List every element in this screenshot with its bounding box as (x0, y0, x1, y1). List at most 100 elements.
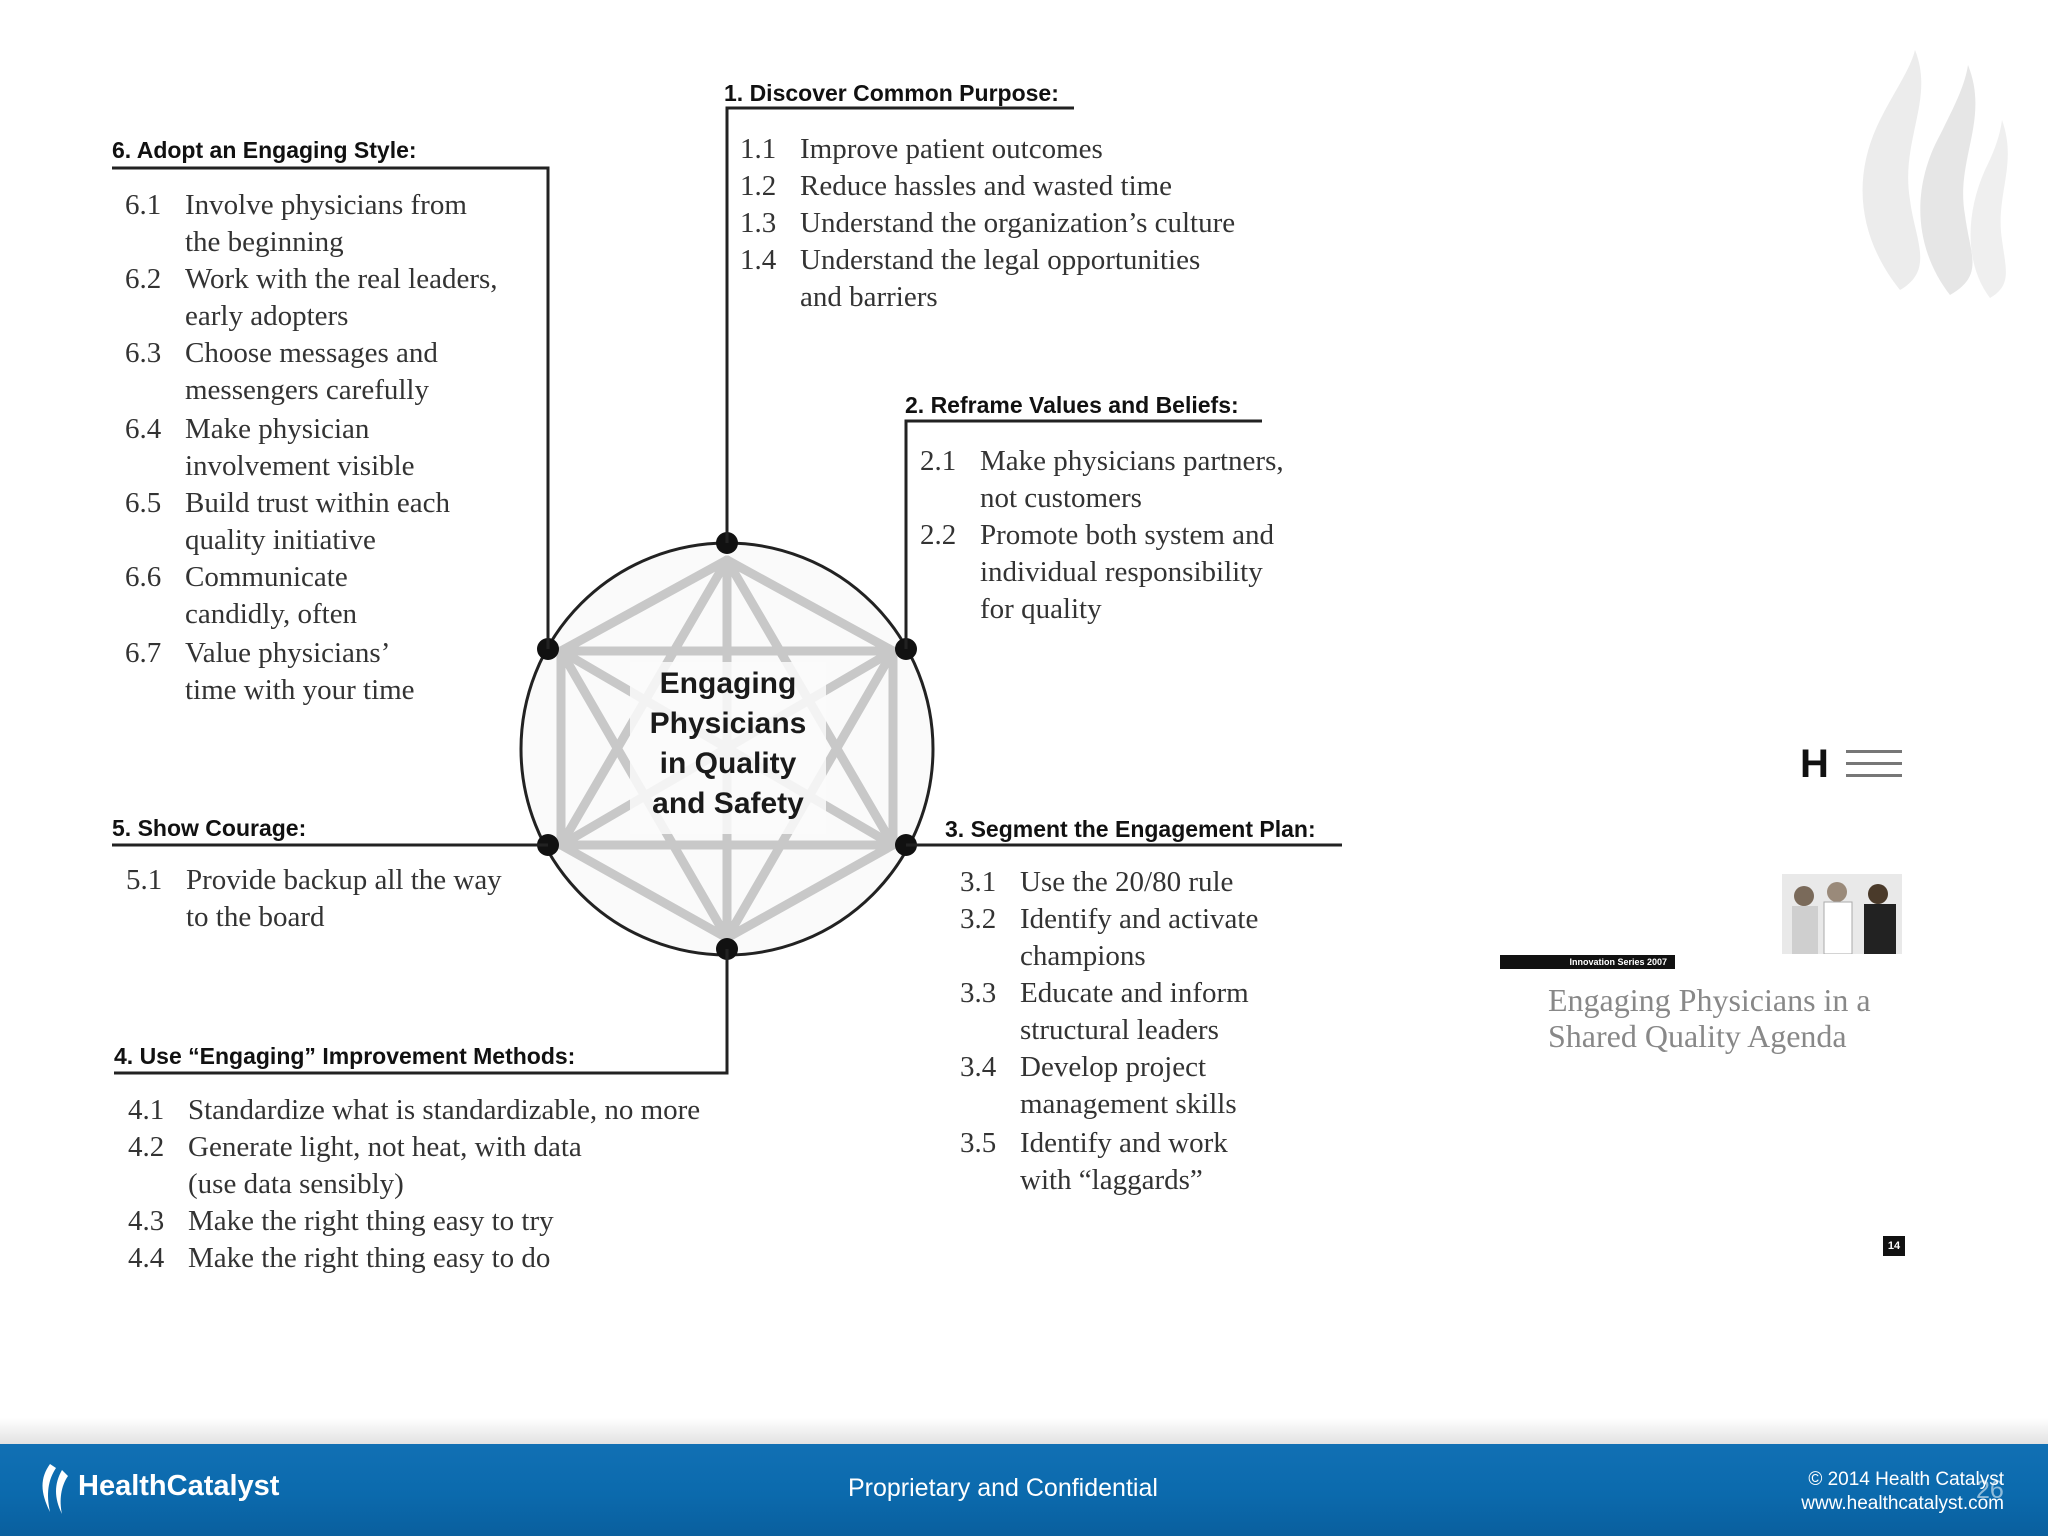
list-item: 1.1 Improve patient outcomes (740, 131, 1340, 168)
item-text: Provide backup all the way (186, 862, 502, 899)
list-item: 4.3 Make the right thing easy to try (128, 1203, 768, 1240)
item-number: 1.1 (740, 131, 776, 168)
list-item: 1.2 Reduce hassles and wasted time (740, 168, 1340, 205)
item-text: Use the 20/80 rule (1020, 864, 1233, 901)
item-text: for quality (980, 591, 1102, 628)
item-text: Educate and inform (1020, 975, 1249, 1012)
item-text: Work with the real leaders, (185, 261, 498, 298)
item-text: Understand the organization’s culture (800, 205, 1235, 242)
footer-copyright-block: © 2014 Health Catalyst www.healthcatalys… (1801, 1468, 2004, 1516)
item-number: 4.3 (128, 1203, 164, 1240)
item-text: early adopters (185, 298, 348, 335)
item-text: involvement visible (185, 448, 415, 485)
center-title-line: in Quality (608, 744, 848, 784)
slide-number: 26 (1976, 1476, 2004, 1505)
report-title-line: Engaging Physicians in a (1548, 982, 1948, 1018)
section-2-heading: 2. Reframe Values and Beliefs: (905, 392, 1239, 419)
item-number: 3.4 (960, 1049, 996, 1086)
list-item: 1.3 Understand the organization’s cultur… (740, 205, 1340, 242)
section-5-heading: 5. Show Courage: (112, 815, 306, 842)
item-text: Develop project (1020, 1049, 1206, 1086)
item-number: 2.1 (920, 443, 956, 480)
health-catalyst-logo-icon (36, 1462, 72, 1516)
item-number: 3.3 (960, 975, 996, 1012)
item-text: to the board (186, 899, 325, 936)
item-text: Make physician (185, 411, 369, 448)
series-label: Innovation Series 2007 (1500, 955, 1675, 969)
item-text: Involve physicians from (185, 187, 467, 224)
item-text: champions (1020, 938, 1146, 975)
item-number: 6.1 (125, 187, 161, 224)
item-text: and barriers (800, 279, 938, 316)
list-item: 3.5 Identify and work with “laggards” (960, 1125, 1360, 1199)
item-number: 6.3 (125, 335, 161, 372)
list-item: 2.1 Make physicians partners, not custom… (920, 443, 1340, 517)
list-item: 4.2 Generate light, not heat, with data … (128, 1129, 768, 1203)
footer-logo-text: HealthCatalyst (78, 1470, 279, 1503)
section-1-heading: 1. Discover Common Purpose: (724, 80, 1059, 107)
list-item: 6.2 Work with the real leaders, early ad… (125, 261, 545, 335)
item-number: 6.6 (125, 559, 161, 596)
item-text: (use data sensibly) (188, 1166, 404, 1203)
item-text: messengers carefully (185, 372, 429, 409)
list-item: 3.1 Use the 20/80 rule (960, 864, 1360, 901)
item-text: Generate light, not heat, with data (188, 1129, 582, 1166)
item-text: structural leaders (1020, 1012, 1219, 1049)
item-text: Reduce hassles and wasted time (800, 168, 1172, 205)
footer-website[interactable]: www.healthcatalyst.com (1801, 1492, 2004, 1516)
list-item: 4.4 Make the right thing easy to do (128, 1240, 768, 1277)
item-text: Value physicians’ (185, 635, 390, 672)
center-title-line: Physicians (608, 704, 848, 744)
item-number: 6.7 (125, 635, 161, 672)
center-title-line: Engaging (608, 664, 848, 704)
list-item: 5.1 Provide backup all the way to the bo… (126, 862, 546, 936)
section-4-heading: 4. Use “Engaging” Improvement Methods: (114, 1043, 575, 1070)
section-3-heading: 3. Segment the Engagement Plan: (945, 816, 1316, 843)
item-text: Make the right thing easy to try (188, 1203, 554, 1240)
physicians-photo (1782, 874, 1902, 954)
report-title: Engaging Physicians in a Shared Quality … (1548, 982, 1948, 1054)
item-text: Identify and activate (1020, 901, 1258, 938)
item-text: Standardize what is standardizable, no m… (188, 1092, 700, 1129)
flame-logo-icon (1840, 40, 2020, 310)
list-item: 3.4 Develop project management skills (960, 1049, 1360, 1123)
item-text: Promote both system and (980, 517, 1274, 554)
footer-copyright: © 2014 Health Catalyst (1801, 1468, 2004, 1492)
item-number: 3.2 (960, 901, 996, 938)
item-text: Communicate (185, 559, 348, 596)
list-item: 6.7 Value physicians’ time with your tim… (125, 635, 545, 709)
list-item: 3.3 Educate and inform structural leader… (960, 975, 1360, 1049)
item-number: 4.2 (128, 1129, 164, 1166)
center-title-line: and Safety (608, 784, 848, 824)
section-6-heading: 6. Adopt an Engaging Style: (112, 137, 417, 164)
item-number: 1.2 (740, 168, 776, 205)
item-number: 4.4 (128, 1240, 164, 1277)
list-item: 6.6 Communicate candidly, often (125, 559, 545, 633)
list-item: 3.2 Identify and activate champions (960, 901, 1360, 975)
item-text: Make the right thing easy to do (188, 1240, 550, 1277)
report-page-number: 14 (1883, 1236, 1905, 1256)
item-number: 2.2 (920, 517, 956, 554)
item-text: Identify and work (1020, 1125, 1228, 1162)
item-number: 6.4 (125, 411, 161, 448)
item-text: Make physicians partners, (980, 443, 1284, 480)
item-number: 5.1 (126, 862, 162, 899)
footer-shadow (0, 1418, 2048, 1444)
item-text: with “laggards” (1020, 1162, 1203, 1199)
item-text: time with your time (185, 672, 415, 709)
list-item: 2.2 Promote both system and individual r… (920, 517, 1340, 628)
item-text: Understand the legal opportunities (800, 242, 1200, 279)
item-number: 1.4 (740, 242, 776, 279)
item-text: Choose messages and (185, 335, 438, 372)
list-item: 4.1 Standardize what is standardizable, … (128, 1092, 768, 1129)
item-number: 6.2 (125, 261, 161, 298)
item-text: Improve patient outcomes (800, 131, 1103, 168)
report-title-line: Shared Quality Agenda (1548, 1018, 1948, 1054)
footer-confidential: Proprietary and Confidential (848, 1474, 1158, 1503)
item-number: 4.1 (128, 1092, 164, 1129)
item-text: not customers (980, 480, 1142, 517)
item-number: 3.5 (960, 1125, 996, 1162)
item-text: the beginning (185, 224, 344, 261)
list-item: 1.4 Understand the legal opportunities a… (740, 242, 1340, 316)
item-text: individual responsibility (980, 554, 1263, 591)
